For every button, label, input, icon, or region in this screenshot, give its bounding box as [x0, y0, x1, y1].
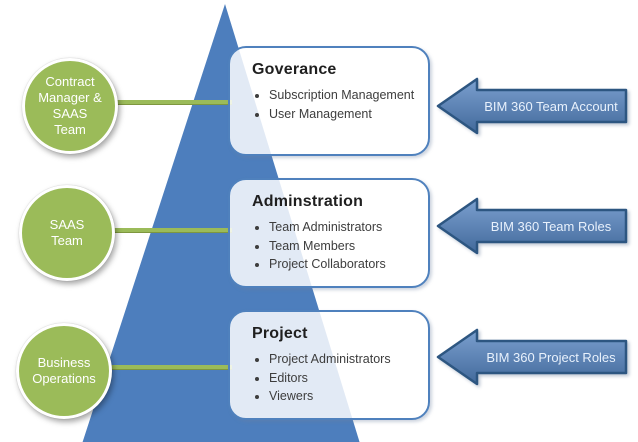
- arrow-label: BIM 360 Project Roles: [486, 350, 616, 365]
- list-item: Team Administrators: [269, 218, 420, 237]
- level-title-project: Project: [252, 325, 308, 342]
- connector-line-governance: [70, 100, 232, 105]
- level-items-adminstration: Team Administrators Team Members Project…: [252, 218, 420, 274]
- role-circle-saas-team: SAAS Team: [19, 185, 115, 281]
- level-items-goverance: Subscription Management User Management: [252, 86, 420, 123]
- left-arrow-shape: [436, 77, 628, 135]
- arrow-bim360-team-roles: BIM 360 Team Roles: [436, 197, 628, 255]
- level-items-project: Project Administrators Editors Viewers: [252, 350, 420, 406]
- left-arrow-shape: [436, 328, 628, 386]
- list-item: Viewers: [269, 387, 420, 406]
- arrow-bim360-team-account: BIM 360 Team Account: [436, 77, 628, 135]
- list-item: Project Collaborators: [269, 255, 420, 274]
- level-box-goverance: Goverance Subscription Management User M…: [228, 46, 430, 156]
- list-item: Subscription Management: [269, 86, 420, 105]
- level-box-adminstration: Adminstration Team Administrators Team M…: [228, 178, 430, 288]
- list-item: User Management: [269, 105, 420, 124]
- list-item: Team Members: [269, 237, 420, 256]
- list-item: Project Administrators: [269, 350, 420, 369]
- level-box-project: Project Project Administrators Editors V…: [228, 310, 430, 420]
- level-title-goverance: Goverance: [252, 61, 337, 78]
- connector-line-project: [64, 365, 232, 370]
- role-circle-contract-manager: Contract Manager & SAAS Team: [22, 58, 118, 154]
- arrow-label: BIM 360 Team Roles: [491, 219, 612, 234]
- arrow-label: BIM 360 Team Account: [484, 99, 618, 114]
- arrow-bim360-project-roles: BIM 360 Project Roles: [436, 328, 628, 386]
- left-arrow-shape: [436, 197, 628, 255]
- role-circle-label: SAAS Team: [49, 217, 85, 248]
- role-circle-label: Contract Manager & SAAS Team: [38, 74, 102, 137]
- role-circle-label: Business Operations: [32, 355, 96, 386]
- level-title-adminstration: Adminstration: [252, 193, 364, 210]
- role-circle-business-operations: Business Operations: [16, 323, 112, 419]
- list-item: Editors: [269, 369, 420, 388]
- connector-line-administration: [67, 228, 232, 233]
